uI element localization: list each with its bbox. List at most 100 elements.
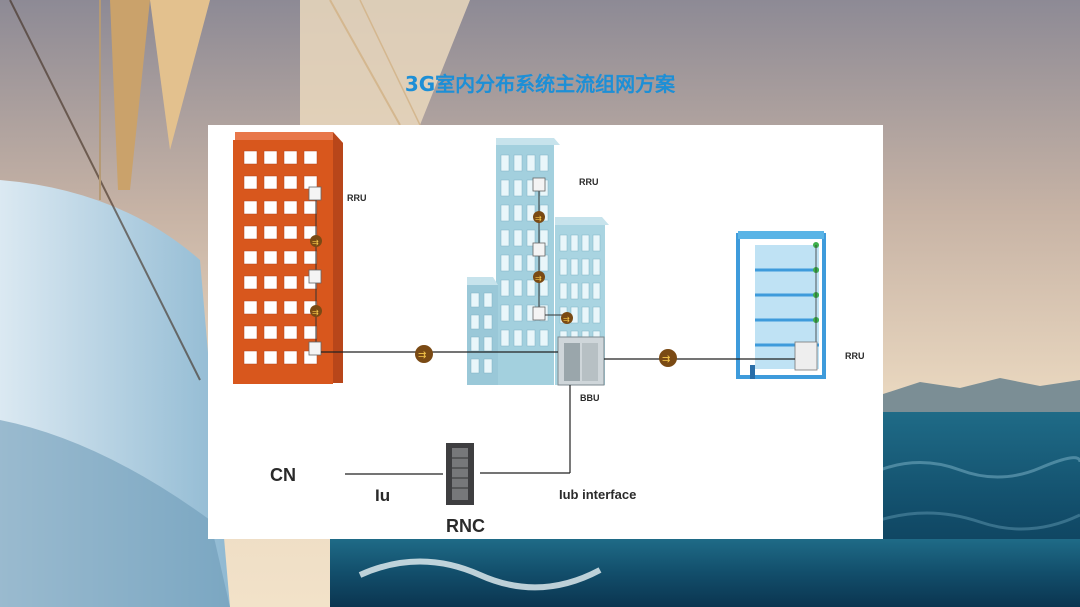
window: [263, 250, 278, 265]
svg-text:⇉: ⇉: [312, 308, 319, 317]
window: [470, 336, 480, 352]
window: [500, 304, 510, 322]
svg-text:⇉: ⇉: [662, 354, 670, 365]
window: [283, 350, 298, 365]
window: [243, 275, 258, 290]
rnc-rack: [446, 443, 474, 505]
window: [243, 175, 258, 190]
label-bbu: BBU: [580, 393, 600, 403]
rru-cluster-left: ⇉ ⇉: [308, 186, 322, 356]
network-diagram: ⇉ ⇉ ⇉ ⇉ ⇉: [233, 132, 865, 536]
window: [570, 234, 579, 252]
window: [513, 304, 523, 322]
window: [243, 150, 258, 165]
window: [263, 300, 278, 315]
splitter-mid-left: ⇉: [415, 345, 433, 363]
window: [500, 254, 510, 272]
window: [243, 225, 258, 240]
window: [283, 300, 298, 315]
label-iub-interface: Iub interface: [559, 487, 636, 502]
window: [592, 234, 601, 252]
window: [581, 306, 590, 324]
window: [483, 314, 493, 330]
window: [283, 200, 298, 215]
window: [513, 279, 523, 297]
window: [559, 258, 568, 276]
window: [283, 150, 298, 165]
window: [500, 229, 510, 247]
window: [263, 275, 278, 290]
window: [513, 154, 523, 172]
window: [500, 279, 510, 297]
window: [283, 250, 298, 265]
label-cn: CN: [270, 465, 296, 485]
label-rnc: RNC: [446, 516, 485, 536]
window: [526, 229, 536, 247]
svg-text:⇉: ⇉: [418, 350, 426, 361]
window: [283, 175, 298, 190]
window: [581, 282, 590, 300]
window: [500, 154, 510, 172]
window: [539, 154, 549, 172]
window: [592, 258, 601, 276]
window: [263, 225, 278, 240]
window: [243, 200, 258, 215]
window: [526, 154, 536, 172]
window: [470, 314, 480, 330]
window: [303, 250, 318, 265]
window: [263, 325, 278, 340]
diagram-panel: ⇉ ⇉ ⇉ ⇉ ⇉: [208, 125, 883, 539]
window: [526, 279, 536, 297]
label-iu: Iu: [375, 486, 390, 505]
label-rru-right: RRU: [845, 351, 865, 361]
window: [559, 282, 568, 300]
window: [483, 292, 493, 308]
window: [470, 292, 480, 308]
window: [570, 282, 579, 300]
window: [483, 358, 493, 374]
svg-text:⇉: ⇉: [312, 238, 319, 247]
svg-text:⇉: ⇉: [535, 214, 542, 223]
window: [513, 329, 523, 347]
bbu-unit: [557, 336, 605, 386]
svg-text:⇉: ⇉: [563, 315, 570, 324]
rru-cluster-middle: ⇉ ⇉ ⇉: [532, 177, 573, 324]
window: [513, 229, 523, 247]
svg-text:⇉: ⇉: [535, 274, 542, 283]
window: [539, 254, 549, 272]
window: [243, 325, 258, 340]
orange-building: [233, 132, 343, 384]
window: [570, 258, 579, 276]
window: [513, 254, 523, 272]
connections: [321, 351, 795, 475]
window: [263, 200, 278, 215]
window: [500, 179, 510, 197]
window: [243, 350, 258, 365]
window: [526, 329, 536, 347]
slide-title: 3G室内分布系统主流组网方案: [404, 72, 676, 96]
label-rru-middle: RRU: [579, 177, 599, 187]
window: [303, 200, 318, 215]
window: [539, 329, 549, 347]
window: [513, 204, 523, 222]
window: [500, 329, 510, 347]
window: [263, 350, 278, 365]
window: [513, 179, 523, 197]
window: [243, 300, 258, 315]
splitter-mid-right: ⇉: [659, 349, 677, 367]
window: [581, 234, 590, 252]
window: [243, 250, 258, 265]
window: [283, 325, 298, 340]
window: [581, 258, 590, 276]
window: [559, 234, 568, 252]
window: [303, 150, 318, 165]
window: [592, 282, 601, 300]
window: [470, 358, 480, 374]
window: [592, 306, 601, 324]
right-building: [736, 231, 826, 379]
window: [500, 204, 510, 222]
window: [303, 325, 318, 340]
label-rru-left: RRU: [347, 193, 367, 203]
window: [483, 336, 493, 352]
